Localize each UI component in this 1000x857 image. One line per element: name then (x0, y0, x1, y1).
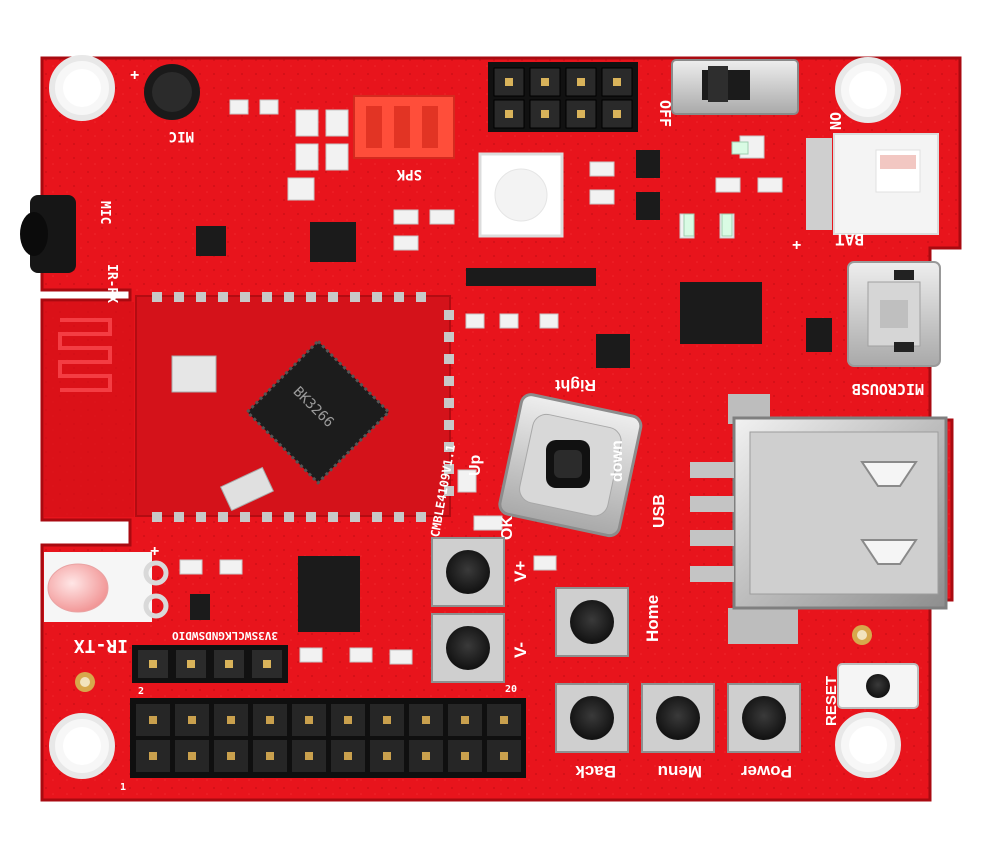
top-pin-header (488, 62, 638, 132)
power-label: Power (741, 762, 792, 781)
bluetooth-module: BK3266 CMBLE4109V1.1 (135, 292, 458, 538)
reset-button: RESET (823, 663, 919, 726)
power-button: Power (727, 683, 801, 781)
ir-rx-label: IR-RX (104, 264, 119, 303)
ir-tx-label: IR-TX (74, 635, 128, 656)
power-slide-switch: OFF ON (656, 59, 844, 130)
home-label: Home (643, 595, 662, 642)
v-minus-button: V- (431, 613, 530, 683)
back-button: Back (555, 683, 629, 781)
microusb-label: MICROUSB (852, 380, 924, 398)
passive-components (179, 99, 783, 665)
bat-label: BAT (835, 230, 864, 249)
pin-1-label: 1 (120, 782, 126, 793)
pin-2-label: 2 (138, 686, 144, 697)
mic-side-label: MIC (97, 201, 112, 224)
usb-label: USB (651, 494, 668, 528)
bottom-pin-header: 2 20 1 (120, 684, 526, 793)
battery-connector: BAT + (792, 133, 939, 254)
status-leds (683, 141, 749, 237)
usb-a-port: USB (651, 394, 948, 644)
plus-mark-tx: + (150, 543, 159, 560)
main-chip: BK3266 (245, 339, 391, 485)
joystick-up-label: Up (467, 454, 484, 476)
v-plus-button: V+ (431, 537, 530, 607)
joystick-down-label: down (609, 440, 626, 482)
v-minus-label: V- (511, 642, 530, 658)
ir-transmitter: + IR-TX (44, 543, 169, 656)
swd-header: 3V3SWCLKGNDSWDIO (132, 629, 288, 683)
ir-receiver: MIC IR-RX (20, 195, 119, 303)
v-plus-label: V+ (511, 561, 530, 582)
plus-mark-top: + (130, 67, 139, 84)
off-label: OFF (656, 100, 674, 127)
reset-label: RESET (823, 676, 840, 726)
plus-mark-bat: + (792, 237, 801, 254)
speaker-connector: SPK (353, 95, 455, 182)
mounting-holes (49, 55, 901, 779)
micro-usb-port: MICROUSB (847, 261, 941, 398)
rgb-led (478, 152, 564, 238)
joystick: Right Up down OK (467, 376, 643, 540)
mic-label: MIC (169, 128, 194, 144)
tactile-buttons: V+ V- Home Back Menu Powe (431, 537, 919, 781)
joystick-ok-label: OK (499, 516, 516, 540)
spk-label: SPK (396, 166, 422, 182)
smd-components (190, 150, 832, 632)
back-label: Back (575, 762, 616, 781)
on-label: ON (826, 112, 844, 130)
home-button: Home (555, 587, 662, 657)
pin-20-label: 20 (505, 684, 517, 695)
menu-label: Menu (658, 762, 702, 781)
menu-button: Menu (641, 683, 715, 781)
microphone: + MIC (130, 64, 200, 144)
joystick-right-label: Right (554, 376, 596, 393)
swd-pin-labels: 3V3SWCLKGNDSWDIO (172, 629, 278, 642)
